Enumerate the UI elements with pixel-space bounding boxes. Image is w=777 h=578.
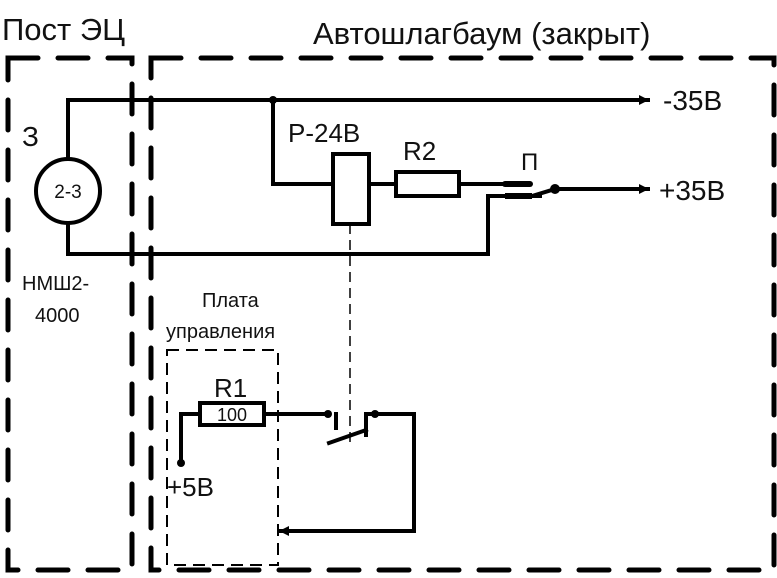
control-board-boundary — [166, 349, 279, 566]
barrier-title: Автошлагбаум (закрыт) — [313, 16, 650, 51]
terminal-plus5-dot — [177, 459, 185, 467]
wire-minus35 — [66, 98, 632, 162]
contact-p-label: П — [521, 149, 538, 176]
post-ets-boundary — [5, 55, 135, 573]
terminal-minus35: -35В — [663, 85, 722, 116]
r1-value: 100 — [217, 405, 247, 425]
terminal-plus35: +35В — [659, 175, 725, 206]
source-nmsh2 — [34, 157, 102, 225]
source-label: З — [22, 121, 39, 152]
terminal-plus5: +5В — [167, 472, 214, 502]
source-inner-label: 2-3 — [54, 182, 81, 203]
barrier-boundary — [148, 55, 777, 573]
switch-blade — [326, 427, 369, 446]
switch-left-dot — [324, 410, 332, 418]
wire-source-return — [66, 194, 542, 256]
relay-coil — [331, 152, 371, 226]
r2-label: R2 — [403, 136, 436, 166]
wire-relay-feed — [271, 98, 335, 186]
wire-feedback — [298, 412, 416, 533]
post-ets-title: Пост ЭЦ — [2, 12, 125, 47]
source-model-1: НМШ2- — [22, 273, 89, 295]
source-model-2: 4000 — [35, 305, 80, 327]
control-board-title-2: управления — [166, 321, 275, 343]
control-board-title-1: Плата — [202, 290, 260, 312]
relay-label: Р-24В — [288, 118, 360, 148]
resistor-r2 — [394, 170, 461, 198]
wire-plus5 — [179, 412, 202, 465]
r1-label: R1 — [214, 373, 247, 403]
